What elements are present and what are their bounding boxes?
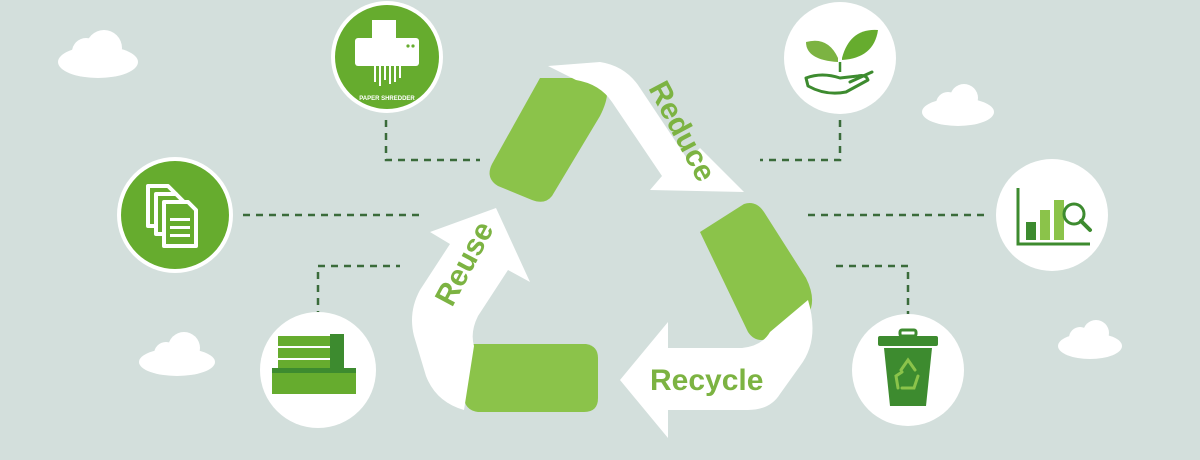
- connector-shredder: [384, 120, 480, 162]
- plant-hand-icon: [804, 29, 878, 95]
- recycle-arrow-green-segment: [700, 203, 813, 340]
- reuse-arrow: [412, 208, 530, 410]
- building-icon: [272, 334, 356, 394]
- recycle-bin-circle: [852, 314, 964, 426]
- label-recycle: Recycle: [650, 364, 763, 397]
- connector-plant: [760, 120, 842, 162]
- chart-search-circle: [996, 159, 1108, 271]
- connector-bin: [830, 264, 910, 318]
- documents-circle: [117, 157, 233, 273]
- connector-lines: [243, 120, 990, 318]
- paper-shredder-caption: PAPER SHREDDER: [359, 96, 415, 102]
- reuse-arrow-green-segment: [464, 344, 598, 412]
- cloud-bottom-right: [1058, 320, 1122, 359]
- recycle-arrow: [620, 300, 813, 438]
- paper-shredder-circle: PAPER SHREDDER: [331, 1, 443, 113]
- recycle-symbol: Reduce Recycle Reuse: [412, 62, 813, 438]
- connector-building: [316, 264, 400, 318]
- documents-lines: [170, 218, 190, 237]
- reduce-arrow-green-segment: [489, 78, 608, 202]
- paper-shredder-icon: [355, 20, 419, 86]
- cloud-right-upper: [922, 84, 994, 126]
- recycle-bin-icon: [878, 328, 938, 406]
- chart-search-icon: [1016, 188, 1092, 246]
- cloud-top-left: [58, 30, 138, 78]
- building-circle: [260, 312, 376, 428]
- reduce-arrow: [548, 62, 744, 192]
- plant-hand-circle: [784, 2, 896, 114]
- cloud-bottom-left: [139, 332, 215, 376]
